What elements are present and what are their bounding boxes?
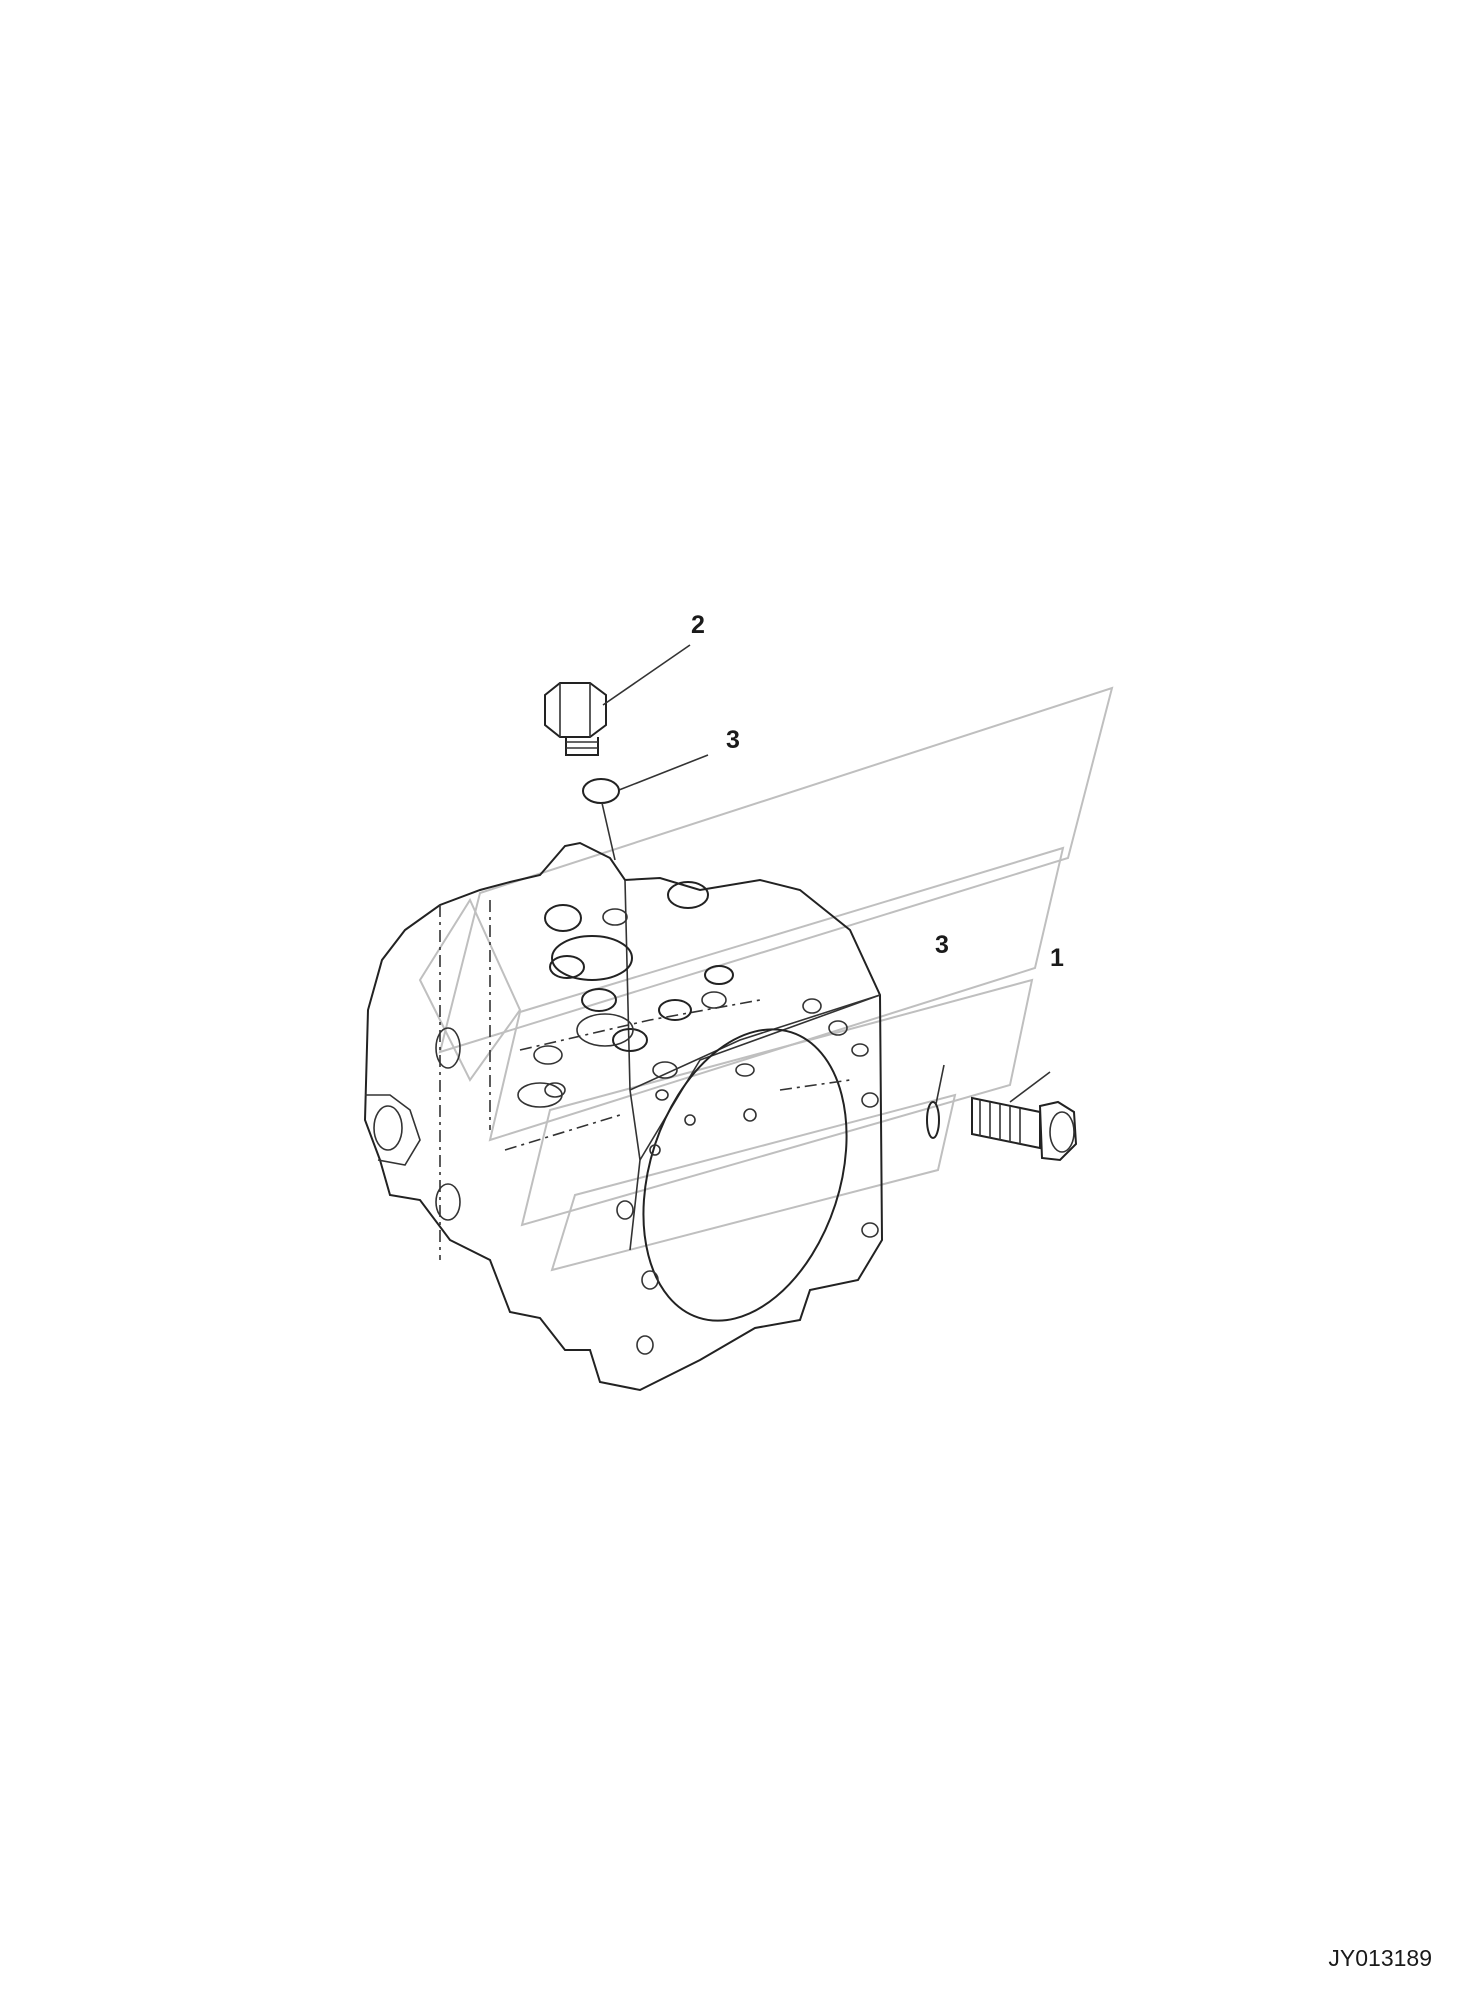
watermark-logo <box>418 686 1114 1272</box>
callout-2: 2 <box>691 611 705 639</box>
o-ring-part-3-top <box>582 778 620 804</box>
callout-3-top: 3 <box>726 726 740 754</box>
callout-3-right: 3 <box>935 931 949 959</box>
bolt-part-1 <box>971 1096 1078 1162</box>
callout-1: 1 <box>1050 944 1064 972</box>
valve-body <box>363 841 884 1392</box>
plug-part-2 <box>544 682 607 756</box>
leader-lines <box>601 644 1051 1105</box>
drawing-reference: JY013189 <box>1328 1945 1432 1971</box>
o-ring-part-3-right <box>926 1101 940 1139</box>
